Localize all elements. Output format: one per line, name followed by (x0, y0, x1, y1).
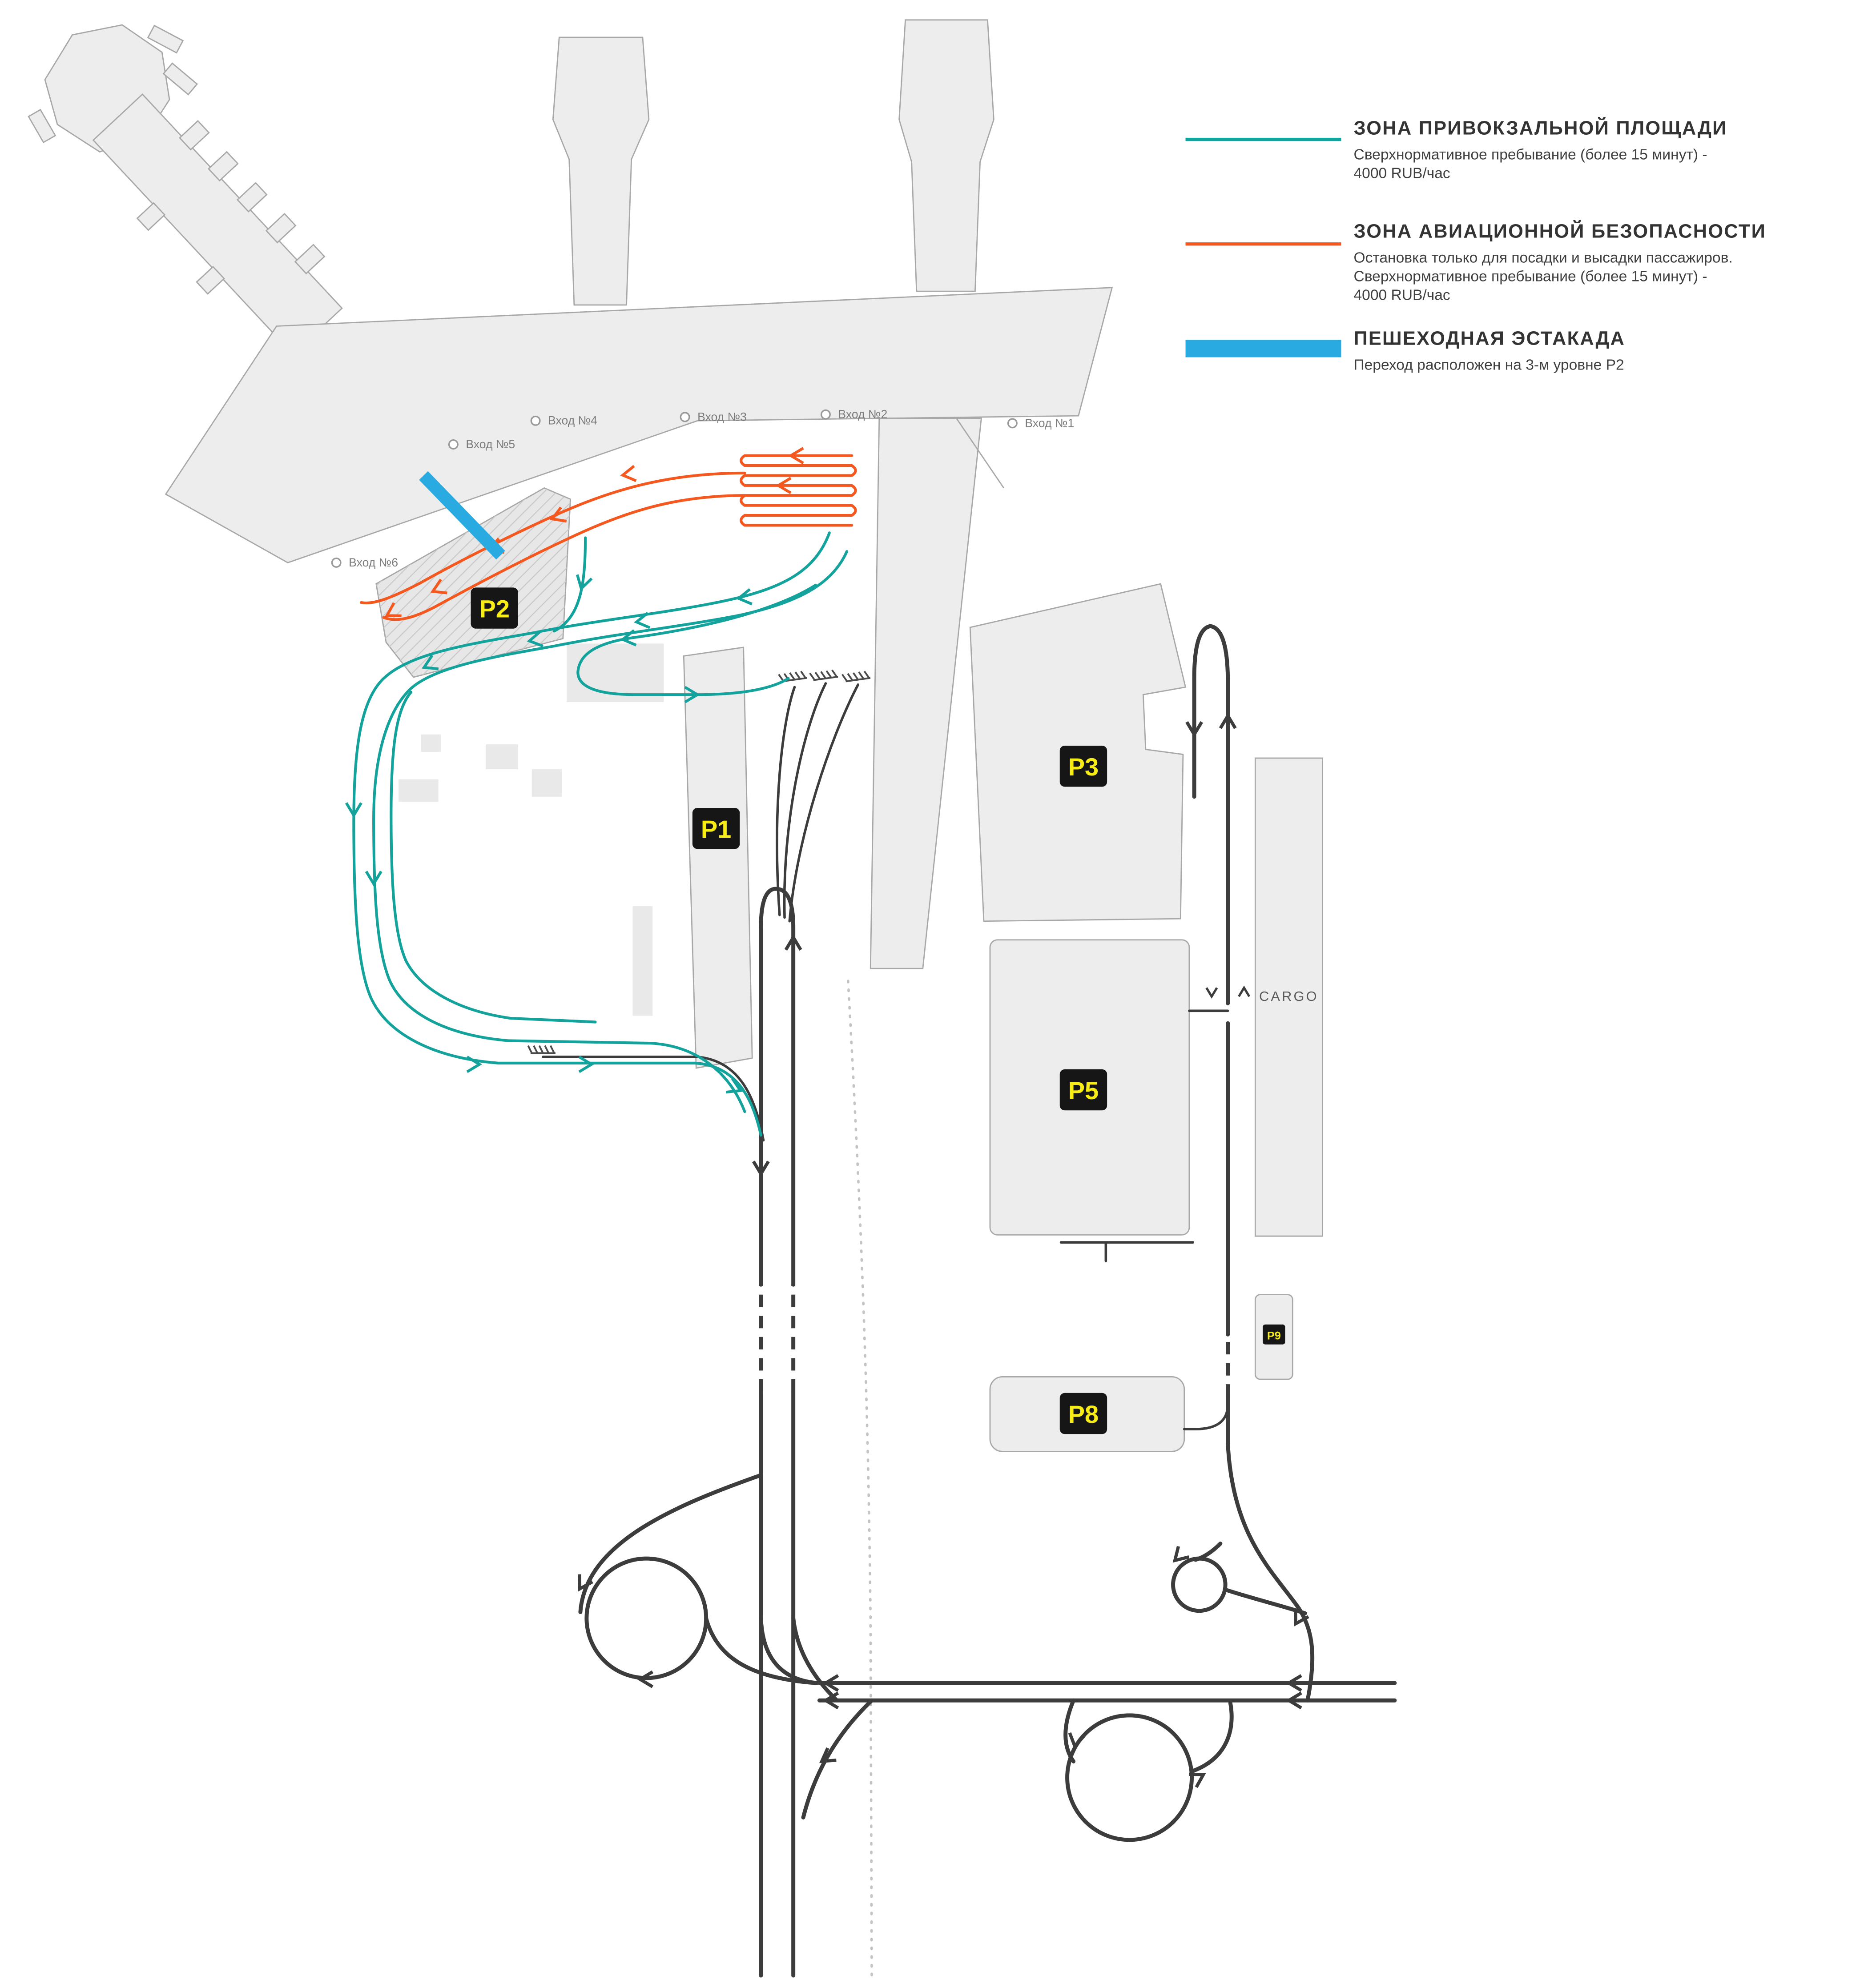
cargo-building (1254, 757, 1323, 1237)
pedestrian-walkway-line (419, 471, 505, 560)
entrance-marker: Вход №5 (448, 438, 515, 451)
parking-badge-label: P9 (1267, 1329, 1281, 1342)
entrance-label: Вход №5 (466, 438, 515, 451)
entrance-label: Вход №2 (838, 408, 887, 421)
terminal-building (28, 19, 1113, 969)
parking-badge-label: P1 (701, 815, 731, 843)
dropoff-serpentine (740, 454, 857, 527)
parking-badges: P2 P1 P3 P5 P8 P9 CARGO (471, 587, 1319, 1434)
p1-parking-strip (683, 647, 753, 1069)
terminal-top-pier-a (552, 36, 650, 306)
entrance-marker: Вход №6 (331, 556, 398, 569)
parking-badge-p3: P3 (1059, 745, 1107, 787)
parking-badge-p8: P8 (1059, 1393, 1107, 1434)
legend-text-line: Остановка только для посадки и высадки п… (1353, 250, 1732, 266)
boundary-dotted-line (847, 980, 873, 1977)
barrier-comb-icon (809, 668, 839, 682)
parking-badge-p9: P9 (1263, 1324, 1285, 1345)
terminal-se-pier (870, 418, 982, 969)
barrier-comb-icon (527, 1044, 556, 1054)
security-zone-lines (360, 448, 857, 622)
entrance-marker: Вход №1 (1007, 416, 1074, 430)
terminal-nw-pier-shaft (92, 93, 343, 355)
barrier-comb-icon (841, 670, 871, 683)
legend: ЗОНА ПРИВОКЗАЛЬНОЙ ПЛОЩАДИ Сверхнорматив… (1185, 117, 1766, 373)
entrance-label: Вход №1 (1025, 416, 1074, 430)
legend-title: ПЕШЕХОДНАЯ ЭСТАКАДА (1353, 328, 1625, 349)
legend-text-line: 4000 RUB/час (1353, 287, 1450, 304)
parking-badge-p1: P1 (692, 807, 740, 849)
legend-text-line: Переход расположен на 3-м уровне P2 (1353, 357, 1624, 373)
terminal-entrances: Вход №1 Вход №2 Вход №3 Вход №4 Вход №5 … (331, 408, 1074, 569)
legend-item-aviation-security-zone: ЗОНА АВИАЦИОННОЙ БЕЗОПАСНОСТИ Остановка … (1185, 221, 1766, 304)
parking-badge-label: P2 (479, 595, 509, 623)
legend-text-line: Сверхнормативное пребывание (более 15 ми… (1353, 269, 1707, 285)
entrance-label: Вход №6 (349, 556, 398, 569)
roads-layer (527, 624, 1397, 1978)
service-buildings (399, 643, 664, 1016)
legend-text-line: 4000 RUB/час (1353, 165, 1450, 181)
parking-badge-p2: P2 (471, 587, 518, 629)
parking-badge-p5: P5 (1059, 1069, 1107, 1111)
parking-lots (969, 583, 1323, 1452)
terminal-main-band (165, 287, 1113, 563)
walkway-sample-bar (1185, 340, 1341, 357)
legend-text-line: Сверхнормативное пребывание (более 15 ми… (1353, 146, 1707, 163)
entrance-marker: Вход №3 (680, 410, 747, 423)
terminal-top-pier-b (898, 19, 994, 292)
parking-badge-label: P3 (1068, 753, 1099, 781)
parking-badge-label: P8 (1068, 1400, 1099, 1428)
legend-item-forecourt-zone: ЗОНА ПРИВОКЗАЛЬНОЙ ПЛОЩАДИ Сверхнорматив… (1185, 117, 1727, 181)
legend-title: ЗОНА ПРИВОКЗАЛЬНОЙ ПЛОЩАДИ (1353, 117, 1727, 139)
cargo-label: CARGO (1259, 988, 1319, 1004)
p2-parking-structure (375, 487, 571, 678)
entrance-label: Вход №3 (697, 410, 747, 423)
entrance-label: Вход №4 (548, 414, 597, 427)
forecourt-zone-lines (346, 531, 849, 1137)
entrance-marker: Вход №4 (530, 414, 597, 427)
legend-title: ЗОНА АВИАЦИОННОЙ БЕЗОПАСНОСТИ (1353, 221, 1766, 242)
parking-badge-label: P5 (1068, 1076, 1099, 1104)
legend-item-pedestrian-walkway: ПЕШЕХОДНАЯ ЭСТАКАДА Переход расположен н… (1185, 328, 1625, 373)
entrance-marker: Вход №2 (820, 408, 887, 421)
